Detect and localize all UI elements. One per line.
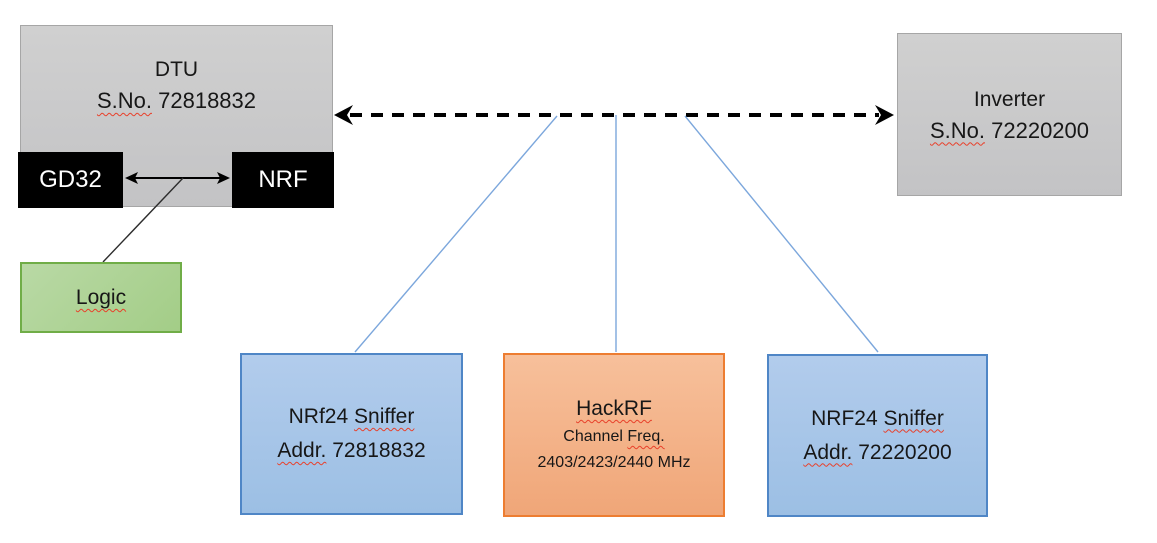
sniffer-inverter-name-line: NRF24 Sniffer [811, 402, 944, 436]
sniffer-inverter-node: NRF24 Sniffer Addr. 72220200 [767, 354, 988, 517]
dtu-serial-line: S.No. 72818832 [97, 85, 256, 116]
dashed-arrowhead-left-icon [334, 105, 353, 125]
chip-arrowhead-left-icon [125, 172, 138, 184]
tap-line-sniffer-inverter [684, 115, 879, 353]
hackrf-node: HackRF Channel Freq. 2403/2423/2440 MHz [503, 353, 725, 517]
sniffer-dtu-name-line: NRf24 Sniffer [289, 400, 415, 434]
dashed-arrowhead-right-icon [875, 105, 894, 125]
hackrf-channel-prefix: Channel [563, 428, 623, 445]
sniffer-inverter-name-word: Sniffer [883, 406, 944, 430]
sniffer-dtu-addr-line: Addr. 72818832 [277, 434, 425, 468]
chip-arrowhead-right-icon [217, 172, 230, 184]
gd32-label: GD32 [39, 166, 102, 193]
sniffer-dtu-name-prefix: NRf24 [288, 405, 349, 428]
logic-node: Logic [20, 262, 182, 333]
gd32-chip: GD32 [18, 152, 123, 208]
sniffer-inverter-name-prefix: NRF24 [811, 406, 878, 430]
sniffer-dtu-addr-number: 72818832 [332, 439, 426, 462]
sniffer-dtu-node: NRf24 Sniffer Addr. 72818832 [240, 353, 463, 515]
dtu-title: DTU [154, 58, 199, 81]
hackrf-title: HackRF [576, 397, 652, 420]
sniffer-dtu-name-word: Sniffer [354, 405, 415, 428]
inverter-node: Inverter S.No. 72220200 [897, 33, 1122, 196]
hackrf-channel-line: Channel Freq. [563, 424, 664, 450]
logic-label: Logic [75, 286, 127, 309]
sniffer-inverter-addr-label: Addr. [803, 440, 853, 464]
dtu-serial-number: 72818832 [158, 88, 257, 113]
dtu-serial-label: S.No. [96, 88, 152, 113]
hackrf-channel-word: Freq. [627, 428, 665, 445]
nrf-chip: NRF [232, 152, 334, 208]
sniffer-inverter-addr-number: 72220200 [858, 440, 952, 464]
sniffer-inverter-addr-line: Addr. 72220200 [803, 436, 951, 470]
nrf-label: NRF [258, 166, 308, 193]
sniffer-dtu-addr-label: Addr. [277, 439, 327, 462]
inverter-serial-label: S.No. [929, 117, 985, 143]
inverter-serial-line: S.No. 72220200 [930, 115, 1089, 146]
inverter-title: Inverter [973, 87, 1046, 111]
nrf-logic-line [102, 177, 184, 263]
hackrf-frequencies: 2403/2423/2440 MHz [537, 454, 691, 471]
inverter-serial-number: 72220200 [991, 117, 1090, 143]
tap-line-sniffer-dtu [354, 115, 558, 353]
